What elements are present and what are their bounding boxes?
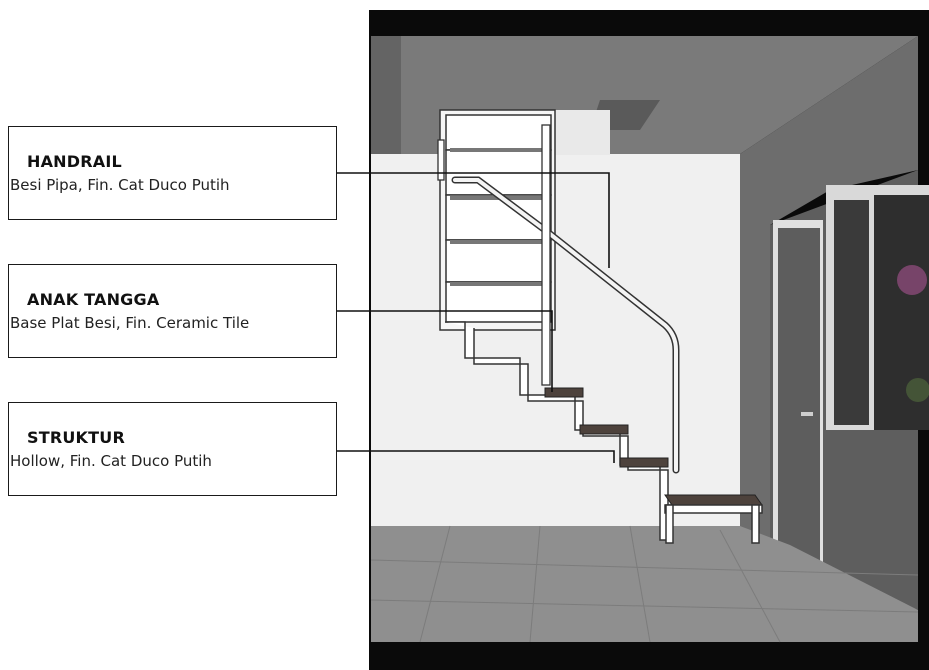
handrail-inner: [453, 178, 678, 472]
leader-anak-tangga: [337, 310, 553, 392]
tread-2: [579, 424, 629, 435]
label-desc-anak-tangga: Base Plat Besi, Fin. Ceramic Tile: [10, 314, 250, 332]
label-box-anak-tangga: [8, 264, 337, 358]
floor-tiles: [370, 525, 919, 643]
right-wall: [740, 36, 918, 545]
tread-landing: [664, 494, 763, 506]
window-plant: [897, 265, 927, 295]
left-wall-dark: [371, 36, 401, 156]
tread-3: [619, 457, 669, 468]
tread-1: [544, 387, 584, 398]
label-title-struktur: STRUKTUR: [27, 428, 125, 447]
label-title-anak-tangga: ANAK TANGGA: [27, 290, 160, 309]
handrail-post: [541, 124, 551, 386]
landing-leg-1: [665, 504, 674, 544]
landing-frame: [664, 504, 763, 514]
label-box-struktur: [8, 402, 337, 496]
handrail-post-2: [437, 139, 445, 181]
window-plant-2: [906, 378, 929, 402]
label-desc-struktur: Hollow, Fin. Cat Duco Putih: [10, 452, 212, 470]
leader-struktur: [337, 450, 615, 463]
door-handle: [801, 412, 813, 416]
leader-lines: [337, 172, 615, 463]
window-pane-1: [834, 200, 869, 425]
label-desc-handrail: Besi Pipa, Fin. Cat Duco Putih: [10, 176, 230, 194]
door: [778, 228, 820, 573]
stair-structure: [445, 321, 669, 541]
label-box-handrail: [8, 126, 337, 220]
leader-handrail: [337, 172, 610, 268]
label-title-handrail: HANDRAIL: [27, 152, 122, 171]
floor: [371, 526, 918, 642]
landing-leg-2: [751, 504, 760, 544]
